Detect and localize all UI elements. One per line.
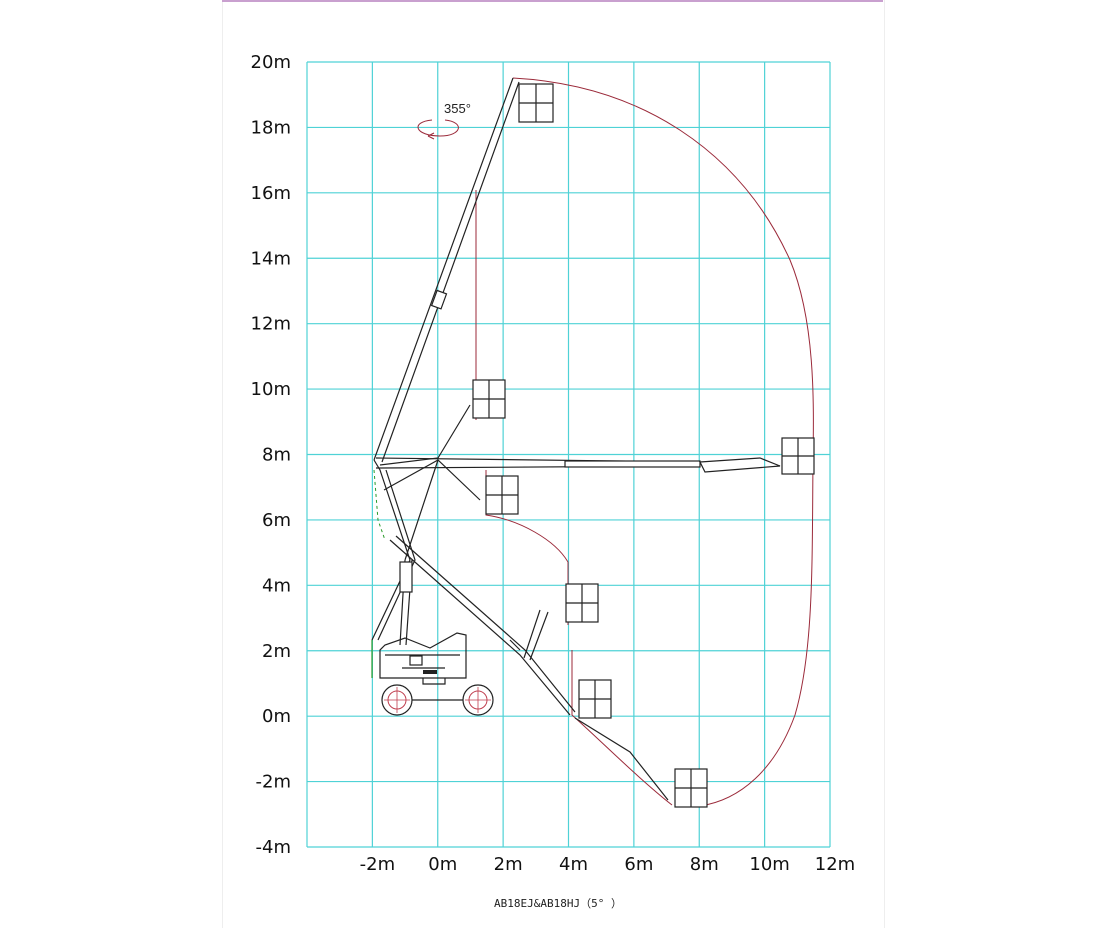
x-tick-label: 10m	[749, 854, 789, 875]
diagram-caption: AB18EJ&AB18HJ（5° ）	[494, 897, 622, 910]
y-tick-label: 12m	[251, 314, 291, 335]
y-tick-label: 0m	[262, 706, 291, 727]
y-tick-label: -2m	[256, 772, 291, 793]
y-tick-label: 10m	[251, 379, 291, 400]
rotation-arrow-icon	[417, 119, 459, 140]
y-tick-label: 14m	[251, 248, 291, 269]
x-tick-label: 8m	[690, 854, 719, 875]
y-tick-label: 20m	[251, 52, 291, 73]
x-tick-label: -2m	[360, 854, 395, 875]
y-tick-label: 2m	[262, 641, 291, 662]
working-envelope-outer	[512, 77, 814, 807]
platforms	[472, 83, 815, 808]
machine-boom	[371, 77, 781, 801]
x-tick-label: 6m	[624, 854, 653, 875]
machine-chassis	[371, 632, 494, 716]
x-tick-label: 2m	[494, 854, 523, 875]
y-tick-label: 4m	[262, 575, 291, 596]
y-tick-label: 8m	[262, 445, 291, 466]
grid	[306, 61, 831, 848]
y-tick-label: 6m	[262, 510, 291, 531]
x-tick-label: 12m	[815, 854, 855, 875]
x-tick-label: 4m	[559, 854, 588, 875]
rotation-label: 355°	[444, 101, 471, 116]
top-border-line	[222, 0, 883, 2]
y-tick-label: 16m	[251, 183, 291, 204]
axis-ticks: -2m 0m 2m 4m 6m 8m 10m 12m 20m 18m 16m 14m 12m 10m 8m 6…	[251, 52, 856, 875]
y-tick-label: 18m	[251, 117, 291, 138]
y-tick-label: -4m	[256, 837, 291, 858]
x-tick-label: 0m	[428, 854, 457, 875]
